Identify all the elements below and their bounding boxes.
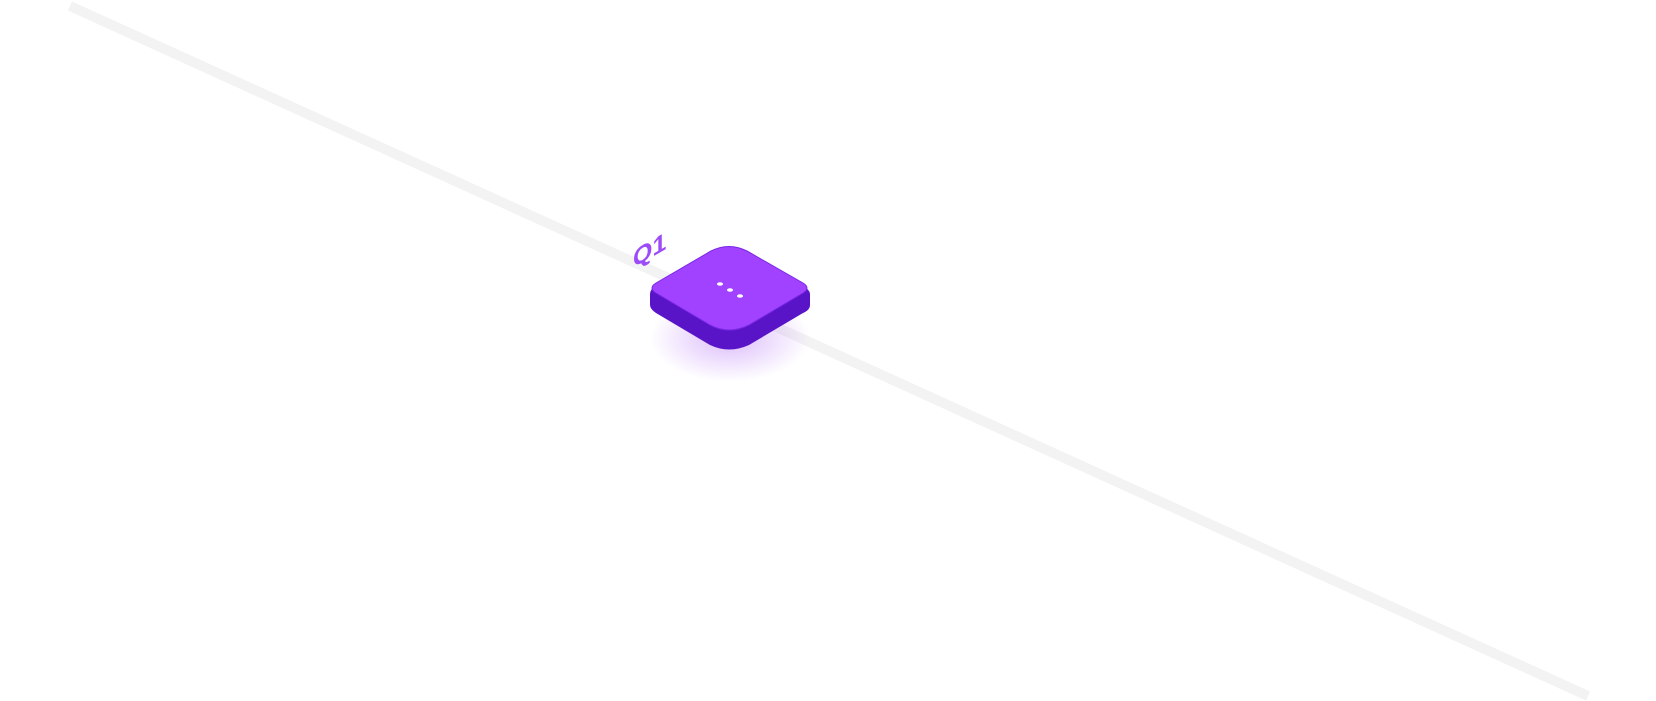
track-line	[67, 1, 1591, 701]
status-dot	[737, 294, 743, 298]
node-q1[interactable]	[650, 246, 810, 350]
status-dot	[727, 288, 733, 292]
status-dot	[717, 282, 723, 286]
